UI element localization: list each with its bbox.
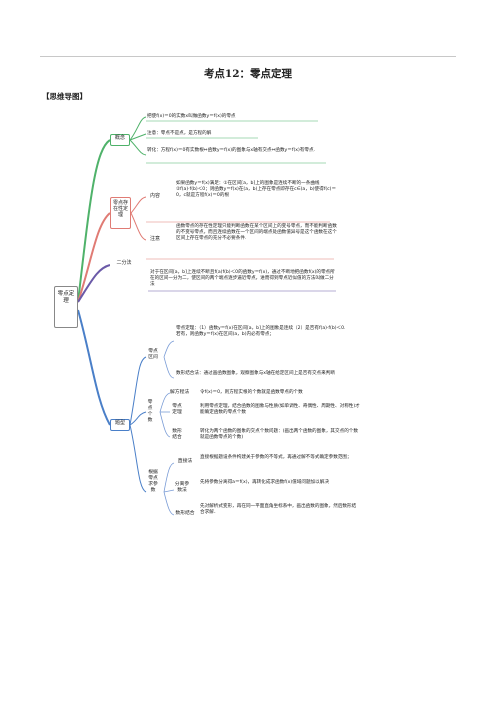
existence-note-node: 注意 <box>146 236 164 245</box>
param-node: 根据零点求参数 <box>148 470 158 493</box>
param-item-text-3: 先对解析式变形，再在同一平面直角坐标系中，画出函数的图象，然后数形结合求解． <box>200 504 357 515</box>
section-label: 【思维导图】 <box>42 92 87 101</box>
param-item-label-2: 分离参数法 <box>174 482 190 493</box>
root-label: 零点定理 <box>57 291 75 304</box>
existence-content-text: 如果函数y＝f(x)满足：①在区间[a，b]上的图象是连续不断的一条曲线②f(a… <box>176 181 337 198</box>
concept-line-1: 把使f(x)＝0的实数x叫做函数y＝f(x)的零点 <box>147 114 236 119</box>
param-item-label-1: 直接法 <box>177 459 193 464</box>
bisection-node: 二分法 <box>110 260 138 270</box>
header-rule <box>40 56 456 57</box>
count-item-text-2: 利用零点定理，结合函数的图象与性质(如单调性、奇偶性、周期性、对称性)才能确定函… <box>200 404 360 415</box>
concept-line-2: 注意：零点不是点，是方程的解 <box>147 131 212 136</box>
param-item-text-2: 先将参数分离得a＝f(x)，再转化成求函数f(x)值域问题加以解决 <box>200 480 329 485</box>
existence-node: 零点存在性定理 <box>110 197 131 229</box>
concept-line-3: 转化：方程f(x)＝0有实数根⇔函数y＝f(x)的图象与x轴有交点⇔函数y＝f(… <box>147 148 316 153</box>
root-node: 零点定理 <box>54 286 78 328</box>
page-title: 考点12：零点定理 <box>203 68 293 80</box>
param-item-text-1: 直接根据题设条件构建关于参数的不等式，再通过解不等式确定参数范围； <box>200 455 352 460</box>
count-item-label-3: 数形结合 <box>172 429 182 440</box>
count-item-label-2: 零点定理 <box>172 404 182 415</box>
bisection-text: 对于在区间[a，b]上连续不断且f(a)f(b)＜0的函数y＝f(x)，通过不断… <box>150 270 335 287</box>
count-item-label-1: 解方程法 <box>170 390 190 395</box>
types-node: 题型 <box>110 419 130 431</box>
concept-node: 概念 <box>110 134 130 146</box>
interval-node: 零点区间 <box>148 349 158 360</box>
count-node: 零点个数 <box>147 400 153 423</box>
interval-combo-text: 数形结合法：通过画函数图象，观察图象与x轴在给定区间上是否有交点来判断 <box>176 371 335 376</box>
count-item-text-3: 转化为两个函数的图象的交点个数问题：(画出两个函数的图象，其交点的个数就是函数零… <box>200 429 358 440</box>
existence-note-text: 函数零点的存在性定理只能判断函数在某个区间上的变号零点，而不能判断函数的不变号零… <box>176 224 337 241</box>
count-item-text-1: 令f(x)＝0，则方程实根的个数就是函数零点的个数 <box>200 390 303 395</box>
interval-def-text: 零点定理：（1）函数y＝f(x)在区间[a，b]上的图象是连续（2）是否有f(a… <box>176 326 346 337</box>
existence-content-node: 内容 <box>146 193 164 202</box>
param-item-label-3: 数形结合 <box>175 511 195 516</box>
